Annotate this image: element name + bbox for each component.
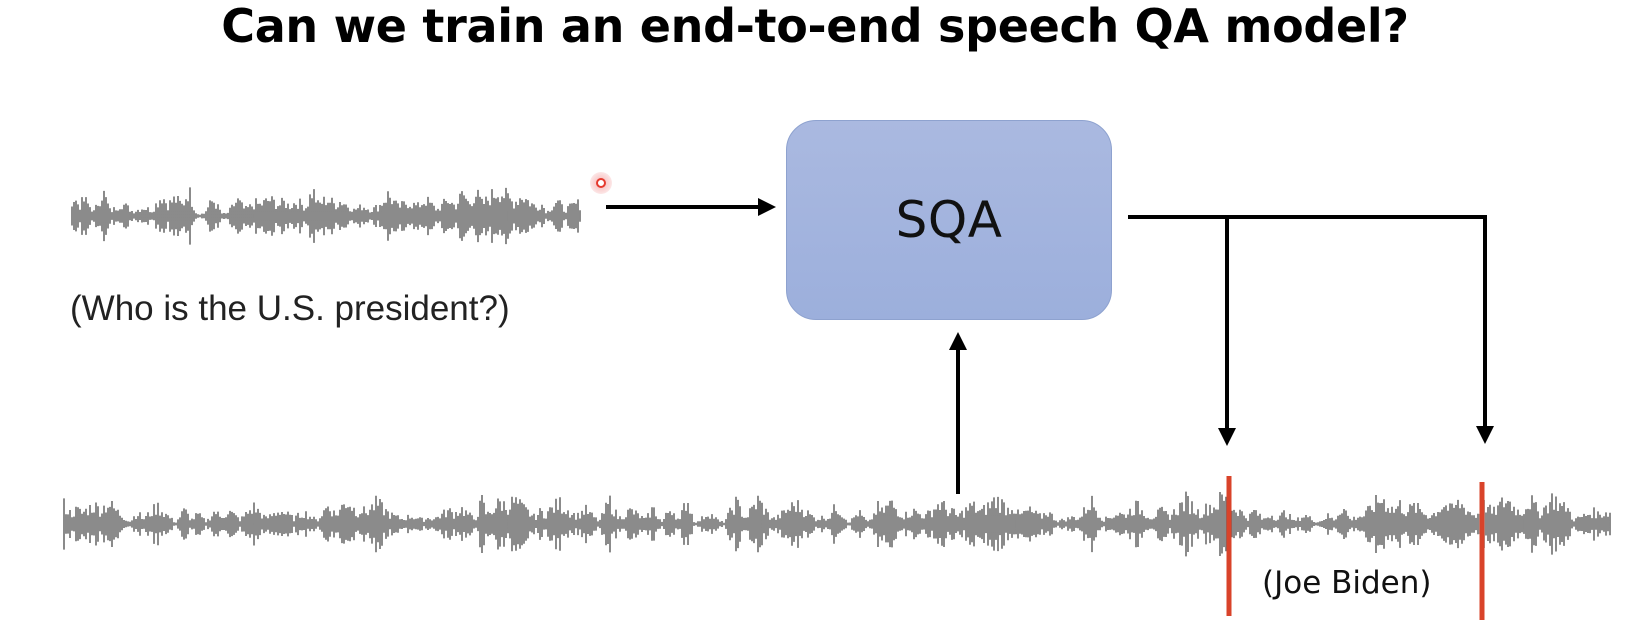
slide-title: Can we train an end-to-end speech QA mod… — [221, 0, 1409, 53]
wave-question-path — [71, 187, 581, 245]
passage-to-model-arrow — [949, 332, 967, 494]
question-text: (Who is the U.S. president?) — [70, 289, 510, 328]
answer-text: (Joe Biden) — [1262, 565, 1432, 601]
laser-pointer-dot — [596, 178, 606, 188]
model-to-answer-arrows — [1128, 215, 1494, 446]
sqa-model-label: SQA — [895, 191, 1003, 249]
passage-waveform — [63, 491, 1611, 557]
question-to-model-arrow — [606, 198, 776, 216]
wave-passage-path — [63, 491, 1611, 557]
question-waveform — [71, 187, 581, 245]
sqa-model-box: SQA — [786, 120, 1112, 320]
